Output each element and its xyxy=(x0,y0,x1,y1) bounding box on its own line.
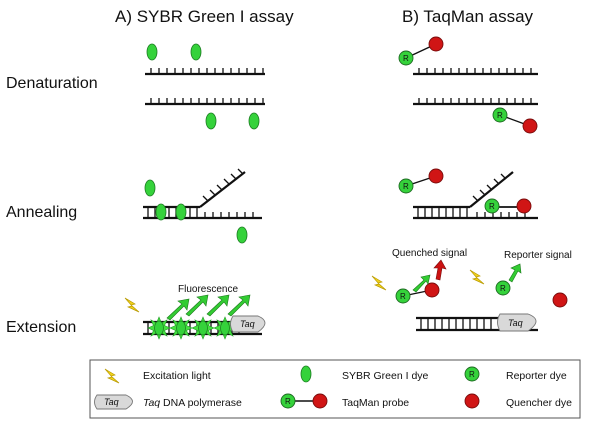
quencher-dye xyxy=(424,282,440,298)
taqman-probe-quenched: R xyxy=(395,282,440,304)
taqman-probe: R xyxy=(492,107,538,134)
legend-sybr-icon xyxy=(300,365,312,383)
quencher-dye xyxy=(552,292,568,308)
sybr-dye-free xyxy=(146,43,158,61)
quencher-dye xyxy=(522,118,538,134)
taqman-probe: R xyxy=(398,36,444,66)
reporter-dye xyxy=(492,107,508,123)
taqman-denaturation-strands xyxy=(413,68,538,106)
legend-quencher-label: Quencher dye xyxy=(506,397,572,409)
sybr-dye-bound xyxy=(198,320,208,336)
reporter-dye xyxy=(395,288,411,304)
red-signal-arrow xyxy=(433,259,447,281)
quencher-dye xyxy=(428,168,444,184)
reporter-letter: R xyxy=(400,292,406,301)
taqman-assay-title: B) TaqMan assay xyxy=(402,7,534,26)
taq-label: Taq xyxy=(508,318,523,328)
legend-polymerase-label: Taq DNA polymerase xyxy=(143,397,242,409)
fluorescence-arrows xyxy=(166,294,251,321)
reporter-letter: R xyxy=(497,111,503,120)
green-signal-arrow xyxy=(508,263,522,283)
legend-probe-icon: R xyxy=(280,393,328,409)
reporter-letter: R xyxy=(500,284,506,293)
sybr-dye-free xyxy=(205,112,217,130)
reporter-dye xyxy=(398,50,414,66)
reporter-signal-label: Reporter signal xyxy=(504,250,572,261)
stage-denaturation: Denaturation xyxy=(6,75,98,92)
sybr-dye-bound xyxy=(155,203,167,221)
reporter-dye xyxy=(484,198,500,214)
legend-reporter-icon xyxy=(464,366,480,382)
legend-taq-icon: Taq xyxy=(94,394,133,410)
reporter-letter: R xyxy=(403,182,409,191)
legend-polymerase-text: DNA polymerase xyxy=(160,397,242,409)
fluorescence-label: Fluorescence xyxy=(178,284,238,295)
legend-probe-label: TaqMan probe xyxy=(342,397,409,409)
excitation-light-icon xyxy=(124,297,140,313)
legend-reporter-label: Reporter dye xyxy=(506,370,567,382)
taqman-probe: R xyxy=(398,168,444,194)
legend-taq-italic: Taq xyxy=(143,397,160,409)
sybr-dye-bound xyxy=(176,320,186,336)
sybr-dye-free xyxy=(144,179,156,197)
reporter-dye xyxy=(495,280,511,296)
quencher-dye xyxy=(516,198,532,214)
legend-probe-reporter-letter: R xyxy=(285,397,291,406)
quencher-dye xyxy=(428,36,444,52)
sybr-denaturation-strands xyxy=(145,68,265,106)
sybr-dye-bound xyxy=(220,320,230,336)
sybr-assay-title: A) SYBR Green I assay xyxy=(115,7,294,26)
legend-excitation-label: Excitation light xyxy=(143,370,211,382)
stage-annealing: Annealing xyxy=(6,204,77,221)
strand-ticks-2 xyxy=(150,98,264,104)
legend-reporter-letter: R xyxy=(469,370,475,379)
taq-polymerase: Taq xyxy=(230,315,266,333)
reporter-letter: R xyxy=(403,54,409,63)
legend-sybr-label: SYBR Green I dye xyxy=(342,370,429,382)
legend-quencher-icon xyxy=(464,393,480,409)
taqman-probe-bound: R xyxy=(484,198,532,214)
legend-taq-icon-label: Taq xyxy=(104,397,119,407)
sybr-dye-free xyxy=(236,226,248,244)
sybr-dye-bound xyxy=(175,203,187,221)
sybr-dye-free xyxy=(190,43,202,61)
green-signal-arrow xyxy=(412,274,431,293)
reporter-dye xyxy=(398,178,414,194)
excitation-light-icon xyxy=(469,269,485,285)
strand-ticks-1 xyxy=(150,68,264,74)
taqman-annealing-duplex xyxy=(413,171,538,220)
quenched-signal-label: Quenched signal xyxy=(392,248,467,259)
stage-extension: Extension xyxy=(6,319,76,336)
excitation-light-icon xyxy=(371,275,387,291)
sybr-dye-free xyxy=(248,112,260,130)
reporter-letter: R xyxy=(489,202,495,211)
sybr-dye-bound xyxy=(154,320,164,336)
legend-box xyxy=(89,359,581,419)
taq-polymerase: Taq xyxy=(497,313,537,332)
taq-label: Taq xyxy=(240,319,255,329)
